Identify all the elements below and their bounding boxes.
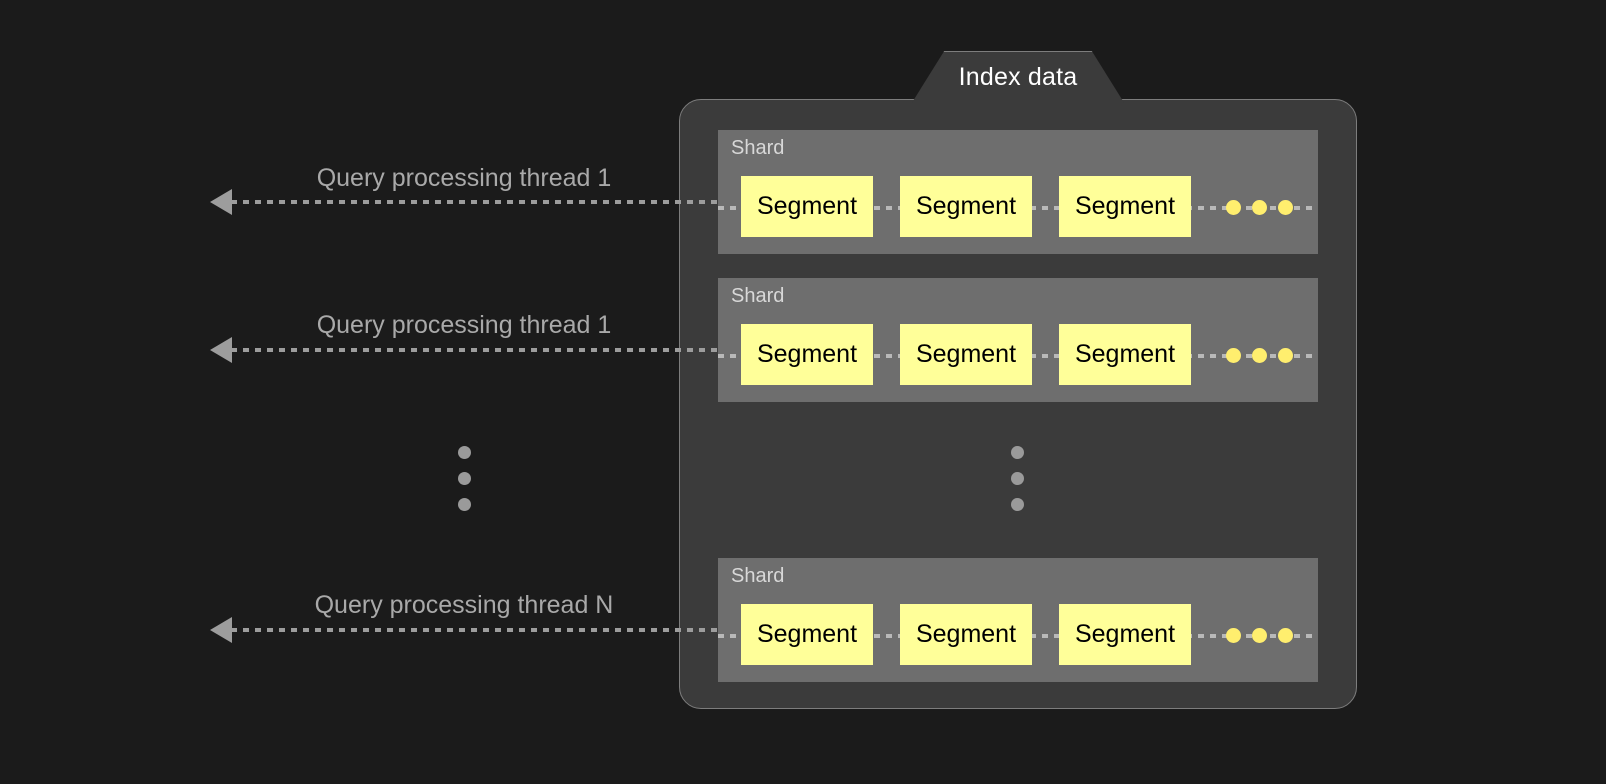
continuation-dot <box>1278 200 1293 215</box>
continuation-dot <box>1278 348 1293 363</box>
ellipsis-dot <box>458 498 471 511</box>
continuation-dot <box>1226 348 1241 363</box>
segments-row-2: Segment Segment Segment <box>741 324 1191 385</box>
shard-row-1: Shard Segment Segment Segment <box>718 130 1318 254</box>
tab-seam <box>924 98 1112 102</box>
segment-box[interactable]: Segment <box>1059 324 1191 385</box>
thread-label-1: Query processing thread 1 <box>316 164 612 192</box>
segment-box[interactable]: Segment <box>1059 176 1191 237</box>
arrow-line-2 <box>231 348 743 352</box>
segment-box[interactable]: Segment <box>900 176 1032 237</box>
continuation-dot <box>1252 628 1267 643</box>
arrow-line-3 <box>231 628 743 632</box>
ellipsis-dot <box>458 446 471 459</box>
index-data-title: Index data <box>958 62 1078 91</box>
segment-box[interactable]: Segment <box>900 324 1032 385</box>
shard-row-3: Shard Segment Segment Segment <box>718 558 1318 682</box>
segments-row-3: Segment Segment Segment <box>741 604 1191 665</box>
continuation-dot <box>1252 200 1267 215</box>
segment-box[interactable]: Segment <box>741 604 873 665</box>
arrow-head-2 <box>210 337 232 363</box>
segments-row-1: Segment Segment Segment <box>741 176 1191 237</box>
left-ellipsis <box>458 446 472 526</box>
shard-label-2: Shard <box>731 285 785 307</box>
shard-label-3: Shard <box>731 565 785 587</box>
ellipsis-dot <box>1011 446 1024 459</box>
segment-box[interactable]: Segment <box>741 324 873 385</box>
segment-continuation-dots-3 <box>1226 628 1306 644</box>
panel-ellipsis <box>1011 446 1025 526</box>
continuation-dot <box>1226 200 1241 215</box>
segment-continuation-dots-2 <box>1226 348 1306 364</box>
continuation-dot <box>1278 628 1293 643</box>
segment-box[interactable]: Segment <box>741 176 873 237</box>
index-data-tab: Index data <box>902 51 1134 103</box>
ellipsis-dot <box>458 472 471 485</box>
ellipsis-dot <box>1011 472 1024 485</box>
continuation-dot <box>1252 348 1267 363</box>
segment-continuation-dots-1 <box>1226 200 1306 216</box>
segment-box[interactable]: Segment <box>1059 604 1191 665</box>
thread-label-2: Query processing thread 1 <box>316 311 612 339</box>
thread-label-3: Query processing thread N <box>314 591 614 619</box>
shard-row-2: Shard Segment Segment Segment <box>718 278 1318 402</box>
arrow-line-1 <box>231 200 743 204</box>
arrow-head-3 <box>210 617 232 643</box>
arrow-head-1 <box>210 189 232 215</box>
shard-label-1: Shard <box>731 137 785 159</box>
segment-box[interactable]: Segment <box>900 604 1032 665</box>
continuation-dot <box>1226 628 1241 643</box>
ellipsis-dot <box>1011 498 1024 511</box>
index-data-tab-shape <box>911 51 1125 103</box>
